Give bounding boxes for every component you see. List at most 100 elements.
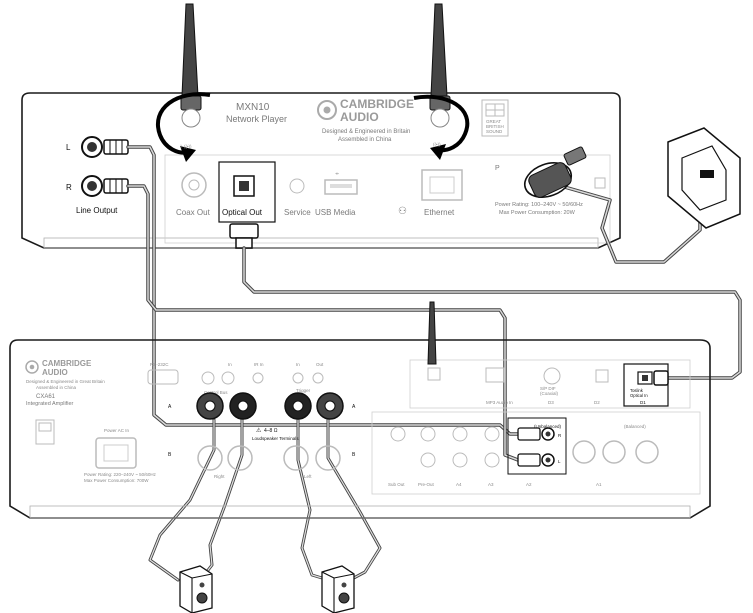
pre-out-r-socket[interactable] xyxy=(420,426,436,442)
rotate-arrow-left-icon xyxy=(156,92,211,155)
a3-l-socket[interactable] xyxy=(484,452,500,468)
line-output-right-socket[interactable] xyxy=(81,175,103,197)
power-ac-in-socket[interactable] xyxy=(95,437,137,469)
svg-text:GREAT: GREAT xyxy=(486,119,501,124)
sub-out-label: Sub Out xyxy=(388,482,405,487)
right-channel-label: R xyxy=(66,183,72,192)
amp-model: CXA61 xyxy=(36,394,56,400)
speaker-right-icon xyxy=(179,565,213,613)
a2-r-label: R xyxy=(558,433,562,438)
speaker-a-right-label: A xyxy=(168,404,172,410)
player-power-rating: Power Rating: 100–240V ~ 50/60Hz xyxy=(495,202,583,208)
sub-out-socket[interactable] xyxy=(390,426,406,442)
speaker-a-left-label: A xyxy=(352,404,356,410)
trigger-out-socket[interactable] xyxy=(312,372,324,384)
speaker-terminal-a-left-neg[interactable] xyxy=(284,392,312,420)
speaker-terminal-b-left-pos[interactable] xyxy=(315,445,341,471)
speaker-right-label: Right xyxy=(214,474,225,479)
bluetooth-wifi-icon: ᛒ ((•)) xyxy=(180,144,192,149)
amp-brand-line2: AUDIO xyxy=(42,368,68,377)
optical-out-socket[interactable] xyxy=(233,175,255,197)
usb-icon: ⇸ xyxy=(335,171,339,176)
coax-out-socket[interactable] xyxy=(181,172,207,198)
antenna-bt-base xyxy=(427,367,441,381)
player-type: Network Player xyxy=(226,114,287,124)
player-max-power: Max Power Consumption: 20W xyxy=(499,210,576,216)
a1-label: A1 xyxy=(596,482,602,487)
a2-unbalanced-top-label: (Unbalanced) xyxy=(534,424,562,429)
player-model: MXN10 xyxy=(236,102,270,113)
d3-label: D3 xyxy=(548,400,554,405)
pre-out-label: Pre-Out xyxy=(418,482,435,487)
trigger-out-label: Out xyxy=(316,362,324,367)
d3-coax-socket[interactable] xyxy=(543,367,561,385)
d1-label: D1 xyxy=(640,400,646,405)
speaker-terminal-a-right-pos[interactable] xyxy=(196,392,224,420)
antenna-right xyxy=(429,3,451,128)
toslink-plug xyxy=(229,223,259,249)
d2-label: D2 xyxy=(594,400,600,405)
d3-coaxial-label: (Coaxial) xyxy=(540,391,559,396)
speaker-terminal-b-right-neg[interactable] xyxy=(227,445,253,471)
a2-l-socket[interactable] xyxy=(517,453,555,467)
speaker-terminal-a-left-pos[interactable] xyxy=(316,392,344,420)
line-output-left-socket[interactable] xyxy=(81,136,103,158)
control-bus-in[interactable] xyxy=(201,371,215,385)
network-player-panel: MXN10 Network Player CAMBRIDGE AUDIO Des… xyxy=(21,3,621,249)
line-output-label: Line Output xyxy=(76,206,118,215)
amp-max-power: Max Power Consumption: 700W xyxy=(84,478,149,483)
speaker-left-icon xyxy=(321,565,355,613)
a1-balanced-label: (Balanced) xyxy=(624,424,646,429)
rs232-label: RS-232C xyxy=(150,362,169,367)
trigger-in-label: In xyxy=(296,362,300,367)
speaker-left-label: Left xyxy=(304,474,312,479)
ethernet-socket[interactable] xyxy=(421,169,463,201)
player-assembled: Assembled in China xyxy=(338,137,392,143)
svg-text:SOUND: SOUND xyxy=(486,129,503,134)
service-label: Service xyxy=(284,208,311,217)
d2-optical-socket[interactable] xyxy=(595,369,609,383)
d1-optical-in-socket[interactable] xyxy=(637,371,653,385)
speaker-terminal-b-right-pos[interactable] xyxy=(197,445,223,471)
player-brand-line1: CAMBRIDGE xyxy=(340,97,414,111)
amp-cambridge-logo-icon xyxy=(25,360,39,374)
a4-r-socket[interactable] xyxy=(452,426,468,442)
amplifier-panel: CAMBRIDGE AUDIO Designed & Engineered in… xyxy=(9,301,711,519)
amp-designed: Designed & Engineered in Great Britain xyxy=(26,379,105,384)
player-brand-line2: AUDIO xyxy=(340,110,379,124)
a1-xlr-left[interactable] xyxy=(602,440,626,464)
wall-socket-icon xyxy=(667,127,741,229)
power-label: P xyxy=(495,165,500,172)
speaker-b-right-label: B xyxy=(168,452,172,458)
usb-audio-in-port[interactable] xyxy=(485,367,505,383)
a2-label: A2 xyxy=(526,482,532,487)
speaker-terminal-b-left-neg[interactable] xyxy=(283,445,309,471)
speaker-b-left-label: B xyxy=(352,452,356,458)
pre-out-l-socket[interactable] xyxy=(420,452,436,468)
control-bus-label: Control Bus xyxy=(204,390,228,395)
a4-l-socket[interactable] xyxy=(452,452,468,468)
rca-plug-left xyxy=(103,139,129,155)
usb-media-socket[interactable] xyxy=(324,179,358,195)
loudspeaker-ohms: 4–8 Ω xyxy=(264,428,278,434)
a1-xlr-right[interactable] xyxy=(572,440,596,464)
amp-type: Integrated Amplifier xyxy=(26,401,74,407)
ir-in-socket[interactable] xyxy=(252,372,264,384)
amp-power-rating: Power Rating: 220–240V ~ 50/60Hz xyxy=(84,472,157,477)
a2-r-socket[interactable] xyxy=(517,427,555,441)
player-designed: Designed & Engineered in Britain xyxy=(322,129,410,135)
a2-l-label: L xyxy=(558,459,561,464)
rs232-port[interactable] xyxy=(147,369,179,385)
d1-toslink-label: Toslink xyxy=(630,388,644,393)
speaker-terminal-a-right-neg[interactable] xyxy=(229,392,257,420)
service-socket[interactable] xyxy=(289,178,305,194)
trigger-in-socket[interactable] xyxy=(292,372,304,384)
loudspeaker-terminals-label: Loudspeaker Terminals xyxy=(252,436,299,441)
amp-assembled: Assembled in China xyxy=(36,385,77,390)
cambridge-logo-icon xyxy=(317,100,337,120)
a3-r-socket[interactable] xyxy=(484,426,500,442)
control-bus-out[interactable] xyxy=(221,371,235,385)
a4-label: A4 xyxy=(456,482,462,487)
network-icon: ⚇ xyxy=(398,206,407,217)
